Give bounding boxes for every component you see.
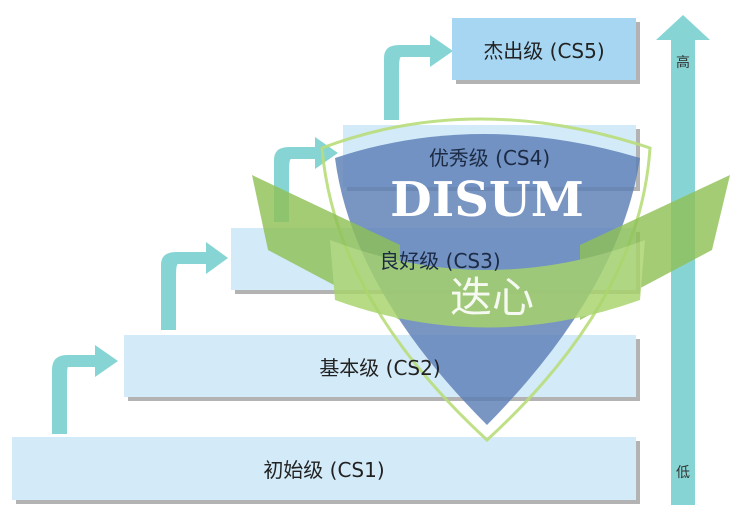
level-label-cs1: 初始级 (CS1) [263, 458, 385, 482]
axis-high-label: 高 [676, 55, 690, 71]
level-cs5 [452, 18, 636, 80]
level-label-cs2: 基本级 (CS2) [319, 355, 441, 380]
level-label-cs5: 杰出级 (CS5) [483, 38, 605, 63]
watermark-brand: DISUM [390, 172, 584, 228]
level-label-cs4: 优秀级 (CS4) [428, 145, 551, 170]
axis-low-label: 低 [676, 465, 690, 481]
level-label-cs3: 良好级 (CS3) [379, 248, 501, 273]
step-arrow-4 [384, 35, 453, 120]
wing-banner-icon [252, 175, 730, 328]
step-arrow-1 [52, 345, 118, 434]
watermark-chinese: 迭心 [450, 273, 534, 322]
step-arrow-2 [161, 242, 228, 330]
level-cs1 [12, 437, 636, 500]
